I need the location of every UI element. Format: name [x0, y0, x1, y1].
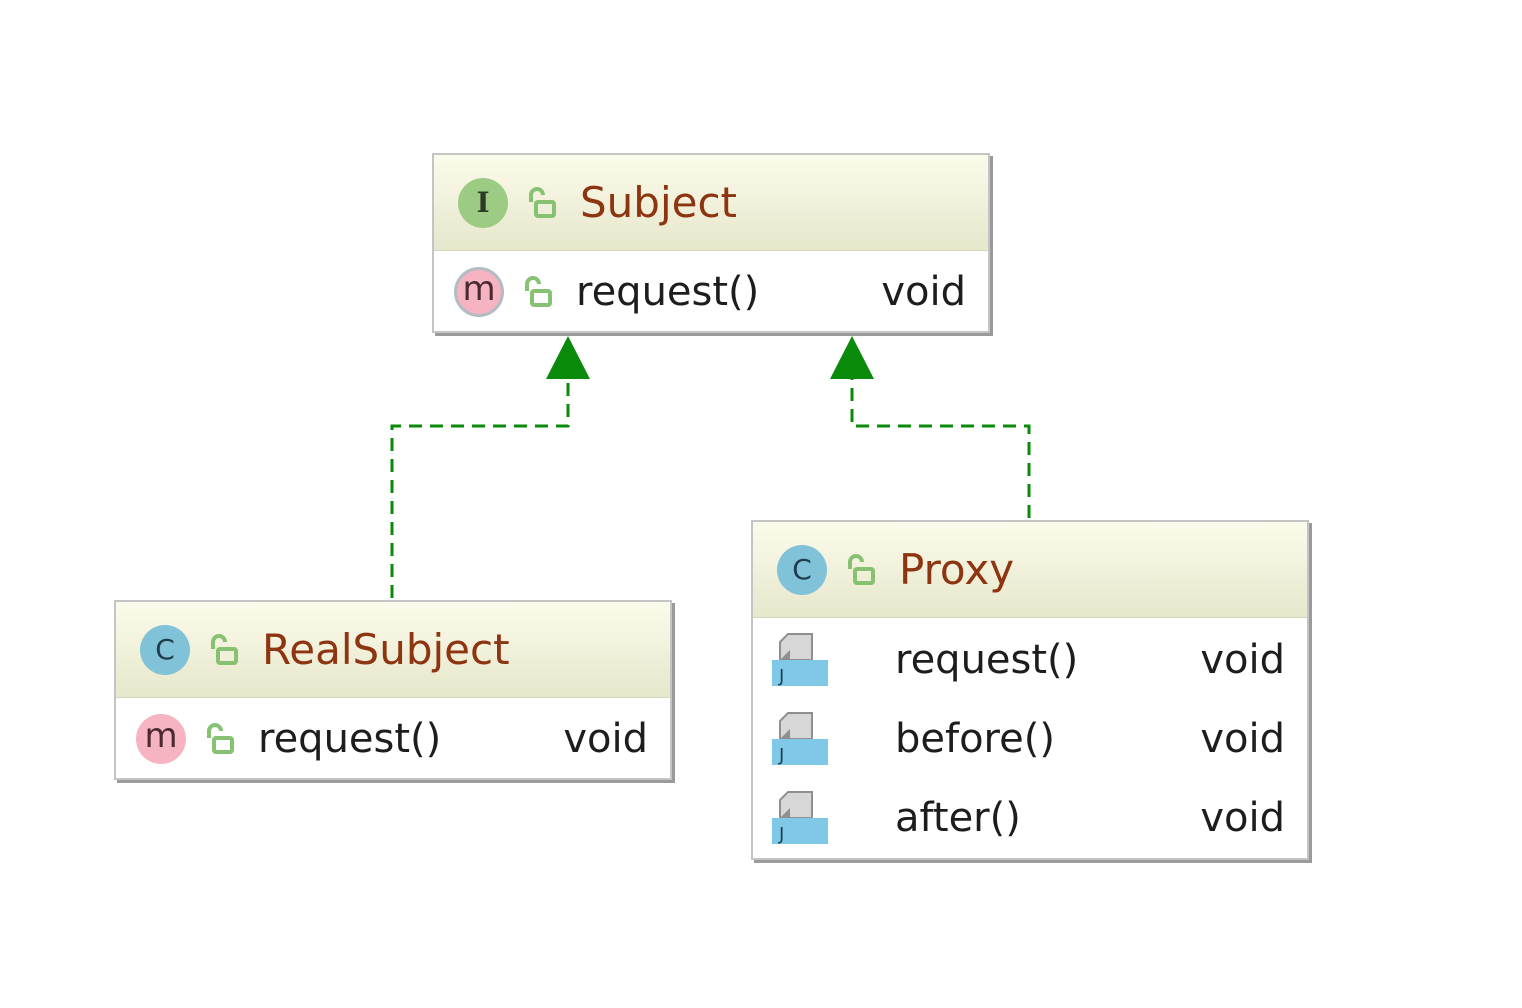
class-header: C RealSubject [116, 602, 670, 698]
class-icon: C [777, 544, 827, 595]
member-row[interactable]: m request() void [116, 699, 670, 779]
public-lock-icon [525, 276, 552, 307]
public-lock-icon [848, 553, 875, 585]
method-icon: m [136, 714, 186, 764]
interface-icon: I [458, 177, 508, 228]
class-name: RealSubject [262, 624, 510, 674]
member-type: void [1200, 795, 1285, 841]
class-icon: C [140, 624, 190, 675]
public-lock-icon [211, 633, 238, 665]
member-type: void [1200, 716, 1285, 762]
member-type: void [563, 716, 648, 762]
member-row[interactable]: J after() void [753, 778, 1307, 858]
member-type: void [1200, 637, 1285, 683]
class-header: I Subject [434, 155, 988, 251]
class-name: Subject [580, 177, 738, 227]
public-lock-icon [529, 186, 556, 218]
class-header: C Proxy [753, 522, 1307, 618]
member-name: request() [258, 716, 442, 762]
member-name: after() [895, 795, 1021, 841]
member-name: request() [576, 269, 760, 315]
svg-text:J: J [778, 745, 784, 766]
svg-text:J: J [778, 666, 784, 687]
arrowhead-icon [546, 336, 590, 379]
svg-text:J: J [778, 824, 784, 845]
public-lock-icon [207, 723, 234, 754]
java-file-icon: J [772, 712, 828, 766]
member-type: void [881, 269, 966, 315]
member-name: request() [895, 637, 1079, 683]
class-name: Proxy [899, 544, 1015, 594]
method-icon: m [454, 267, 504, 317]
arrowhead-icon [830, 336, 874, 379]
java-file-icon: J [772, 791, 828, 845]
class-box-realsubject[interactable]: C RealSubject m request() void [114, 600, 672, 780]
java-file-icon: J [772, 633, 828, 687]
member-row[interactable]: J request() void [753, 620, 1307, 700]
class-box-subject[interactable]: I Subject m request() void [432, 153, 990, 333]
member-row[interactable]: m request() void [434, 252, 988, 332]
edge-realsubject-to-subject[interactable] [390, 336, 590, 598]
class-box-proxy[interactable]: C Proxy J request() void J before() void [751, 520, 1309, 860]
member-row[interactable]: J before() void [753, 699, 1307, 779]
member-name: before() [895, 716, 1055, 762]
edge-proxy-to-subject[interactable] [830, 336, 1031, 518]
